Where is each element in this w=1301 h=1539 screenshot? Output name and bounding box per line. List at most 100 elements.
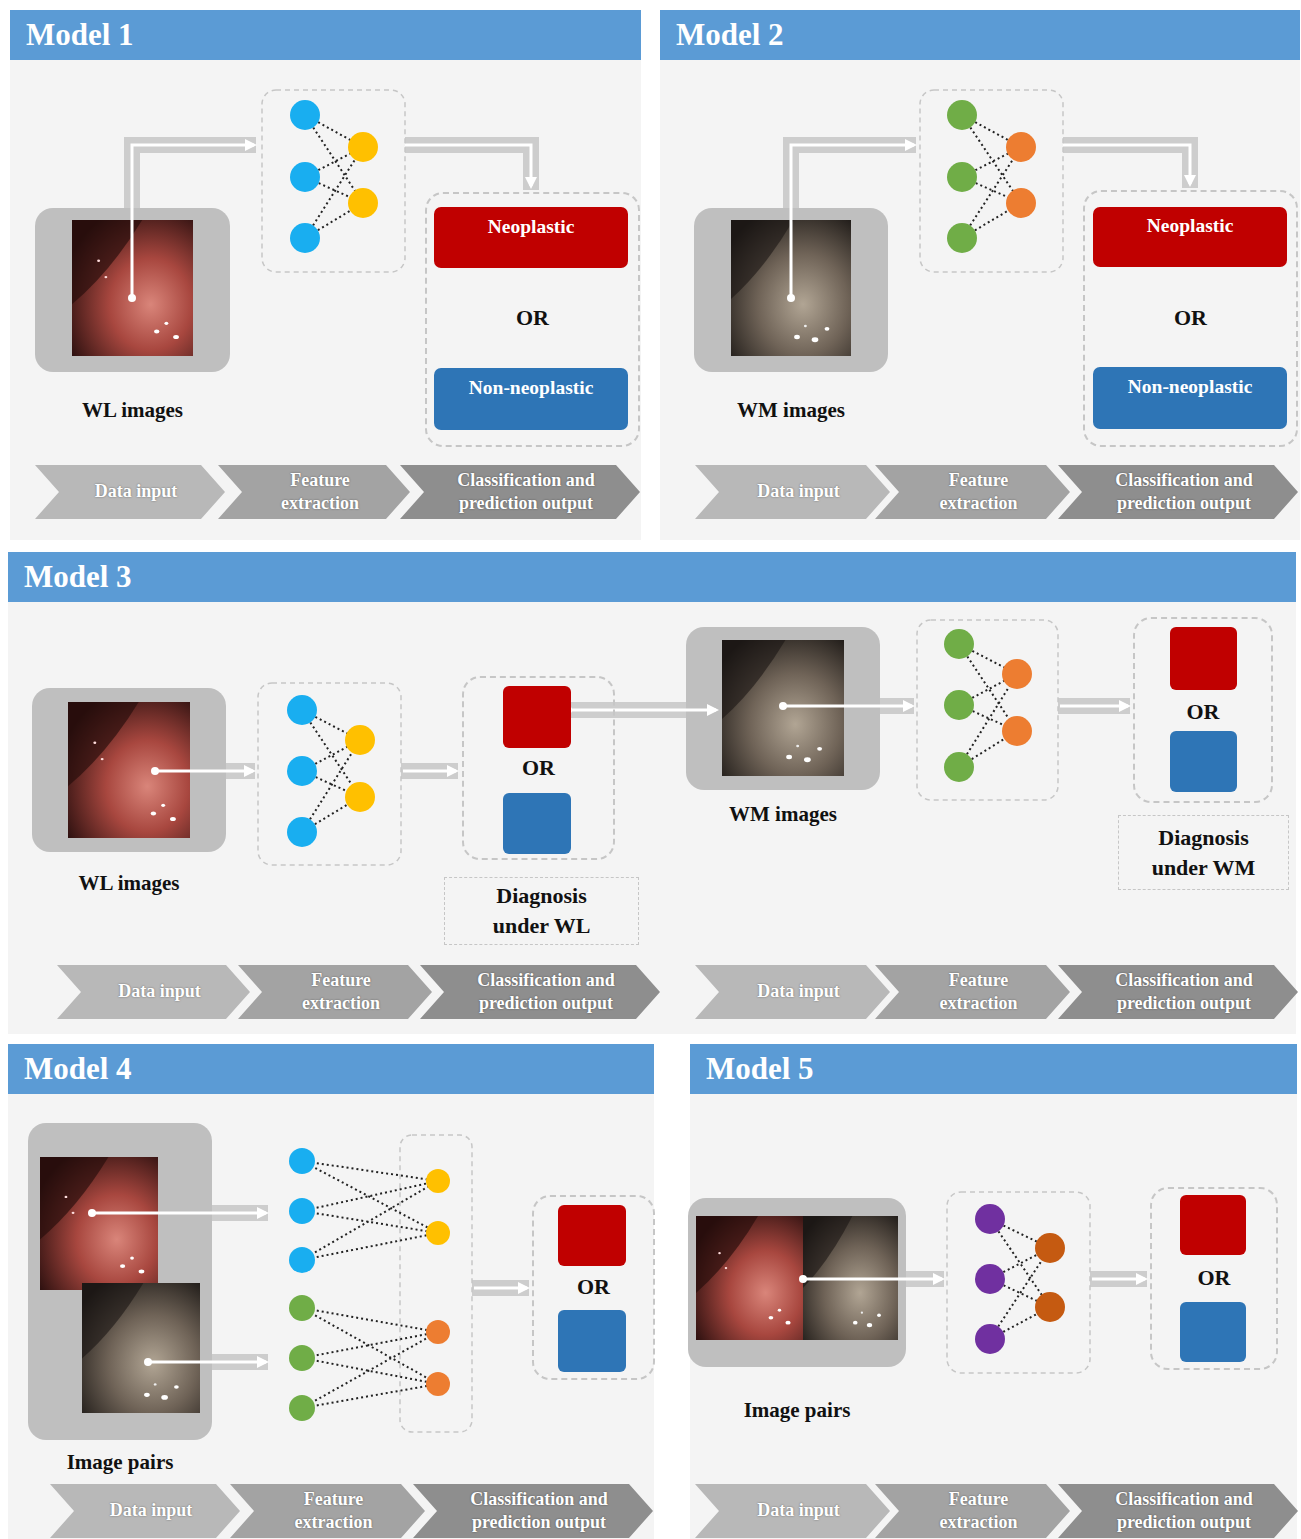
- image-label: Image pairs: [28, 1450, 212, 1475]
- chevron-fill: [238, 965, 432, 1019]
- chevron-fill: [695, 465, 890, 519]
- chevron-fill: [218, 465, 410, 519]
- network-neuron: [426, 1169, 450, 1193]
- neoplastic-square: [1180, 1195, 1246, 1255]
- chevron-fill: [1058, 465, 1298, 519]
- chevron-fill: [695, 965, 890, 1019]
- flow-pipe: [132, 145, 256, 208]
- chevron-fill: [1058, 1484, 1298, 1538]
- network-neuron: [287, 756, 317, 786]
- stage-chevron: Feature extraction: [875, 465, 1070, 519]
- network-neuron: [975, 1204, 1005, 1234]
- network-link: [302, 1308, 438, 1408]
- stage-label: Feature extraction: [286, 969, 396, 1016]
- class-label: OR: [1085, 305, 1296, 331]
- network-neuron: [289, 1345, 315, 1371]
- stage-label: Classification and prediction output: [461, 969, 631, 1016]
- stage-chevron: Feature extraction: [218, 465, 410, 519]
- network-neuron: [426, 1320, 450, 1344]
- stage-label: Classification and prediction output: [441, 469, 611, 516]
- flow-arrow: [132, 145, 254, 298]
- neoplastic-square: [558, 1205, 626, 1266]
- network-frame: [262, 90, 405, 272]
- model-header: Model 2: [660, 10, 1300, 60]
- class-label: OR: [1135, 699, 1271, 725]
- chevron-fill: [57, 965, 250, 1019]
- model-title: Model 3: [24, 559, 132, 595]
- output-box: OR: [1150, 1187, 1278, 1370]
- output-box: ORNeoplasticNon-neoplastic: [425, 192, 640, 447]
- network-frame: [258, 683, 401, 865]
- network-neuron: [944, 690, 974, 720]
- stage-label: Feature extraction: [279, 1488, 389, 1535]
- flow-arrow: [1060, 705, 1128, 708]
- network-frame: [917, 620, 1058, 800]
- network-link: [302, 1161, 438, 1260]
- network-frame: [258, 90, 1090, 1432]
- network-neuron: [289, 1295, 315, 1321]
- model-header: Model 4: [8, 1044, 654, 1094]
- output-box: OR: [462, 676, 615, 860]
- output-box: ORNeoplasticNon-neoplastic: [1083, 190, 1298, 447]
- stage-label: Data input: [95, 480, 178, 503]
- start-dot: [144, 1358, 152, 1366]
- panel-ground: [660, 60, 1300, 540]
- flow-pipe: [401, 763, 458, 779]
- start-dot: [151, 767, 159, 775]
- class-label: Non-neoplastic: [1093, 376, 1287, 398]
- stage-chevron: Classification and prediction output: [1058, 1484, 1298, 1538]
- network-neuron: [290, 100, 320, 130]
- flow-arrow: [474, 1287, 527, 1290]
- flow-pipe: [791, 145, 916, 208]
- flow-arrow: [1092, 1278, 1145, 1281]
- network-neuron: [426, 1372, 450, 1396]
- network-neuron: [1006, 132, 1036, 162]
- stage-chevron: Data input: [695, 465, 890, 519]
- image-frame: [28, 208, 906, 1440]
- network-neuron: [287, 695, 317, 725]
- wl-photo: [40, 1157, 158, 1290]
- class-label: OR: [1152, 1265, 1276, 1291]
- output-box: OR: [1133, 617, 1273, 803]
- class-label: OR: [427, 305, 638, 331]
- chevron-fill: [1058, 965, 1298, 1019]
- image-label: Image pairs: [688, 1398, 906, 1423]
- flow-pipe: [405, 145, 531, 190]
- start-dot: [88, 1209, 96, 1217]
- network-frame: [400, 1135, 472, 1432]
- model-title: Model 1: [26, 17, 134, 53]
- image-box: Image pairs: [688, 1198, 906, 1367]
- start-dot: [128, 294, 136, 302]
- image-label: WL images: [35, 398, 230, 423]
- diagnosis-box: Diagnosis under WM: [1118, 815, 1289, 890]
- stage-label: Data input: [118, 980, 201, 1003]
- chevron-fill: [413, 1484, 653, 1538]
- image-frame: [28, 1123, 212, 1440]
- network-neuron: [345, 725, 375, 755]
- class-label: OR: [534, 1274, 653, 1300]
- diagnosis-box: Diagnosis under WL: [444, 877, 639, 945]
- flow-arrow: [803, 1278, 942, 1281]
- chevron-fill: [875, 1484, 1070, 1538]
- panel-ground: [8, 1094, 654, 1539]
- network-link: [302, 115, 1050, 1408]
- non-neoplastic-square: [1180, 1302, 1246, 1362]
- image-box: WM images: [686, 627, 880, 790]
- start-dot: [779, 702, 787, 710]
- stage-chevron: Data input: [695, 1484, 890, 1538]
- network-neuron: [345, 782, 375, 812]
- non-neoplastic-square: [558, 1310, 626, 1372]
- network-neuron: [289, 1148, 315, 1174]
- network-neuron: [944, 629, 974, 659]
- network-neuron: [289, 1247, 315, 1273]
- chevron-fill: [400, 465, 640, 519]
- flow-arrow: [568, 709, 716, 712]
- network-neuron: [1006, 188, 1036, 218]
- network-neuron: [1002, 716, 1032, 746]
- chevron-fill: [230, 1484, 425, 1538]
- chevron-fill: [875, 965, 1070, 1019]
- flow-arrow: [403, 770, 456, 773]
- network-neuron: [947, 100, 977, 130]
- model-header: Model 1: [10, 10, 641, 60]
